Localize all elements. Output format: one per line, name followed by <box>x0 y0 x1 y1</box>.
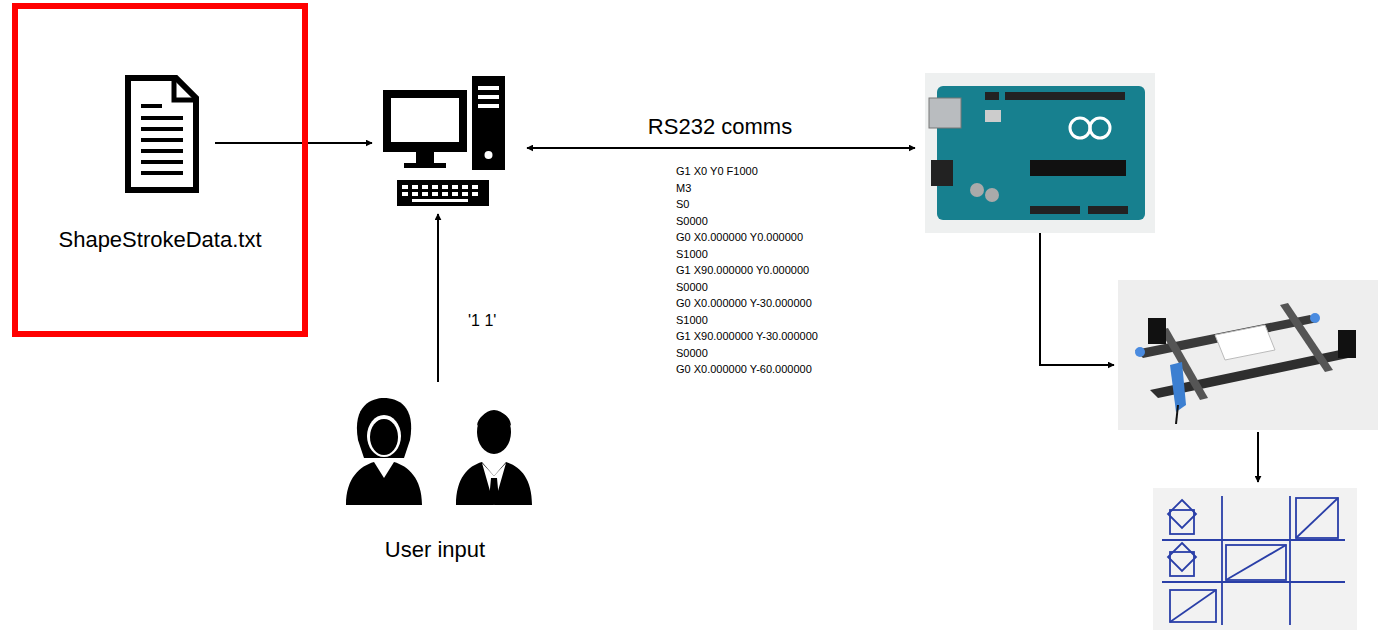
gcode-line: S0 <box>676 198 689 211</box>
user-icons <box>346 398 532 505</box>
gcode-line: S1000 <box>676 314 708 327</box>
arduino-board <box>925 73 1155 233</box>
user-caption: User input <box>385 537 485 562</box>
file-name: ShapeStrokeData.txt <box>58 227 261 252</box>
gcode-line: M3 <box>676 182 691 195</box>
gcode-line: G1 X90.000000 Y-30.000000 <box>676 330 818 343</box>
computer-icon <box>383 76 505 206</box>
gcode-line: G0 X0.000000 Y0.000000 <box>676 231 803 244</box>
pen-plotter <box>1118 280 1378 430</box>
plotted-drawing <box>1153 488 1357 630</box>
file-box: ShapeStrokeData.txt <box>12 3 308 337</box>
gcode-line: G0 X0.000000 Y-30.000000 <box>676 297 812 310</box>
gcode-line: S0000 <box>676 281 708 294</box>
document-icon <box>128 78 196 190</box>
gcode-line: G0 X0.000000 Y-60.000000 <box>676 363 812 376</box>
link-label: RS232 comms <box>648 114 792 139</box>
gcode-line: G1 X90.000000 Y0.000000 <box>676 264 809 277</box>
gcode-line: S0000 <box>676 347 708 360</box>
gcode-line: S1000 <box>676 248 708 261</box>
user-command: '1 1' <box>468 312 496 330</box>
gcode-line: S0000 <box>676 215 708 228</box>
gcode-line: G1 X0 Y0 F1000 <box>676 165 758 178</box>
